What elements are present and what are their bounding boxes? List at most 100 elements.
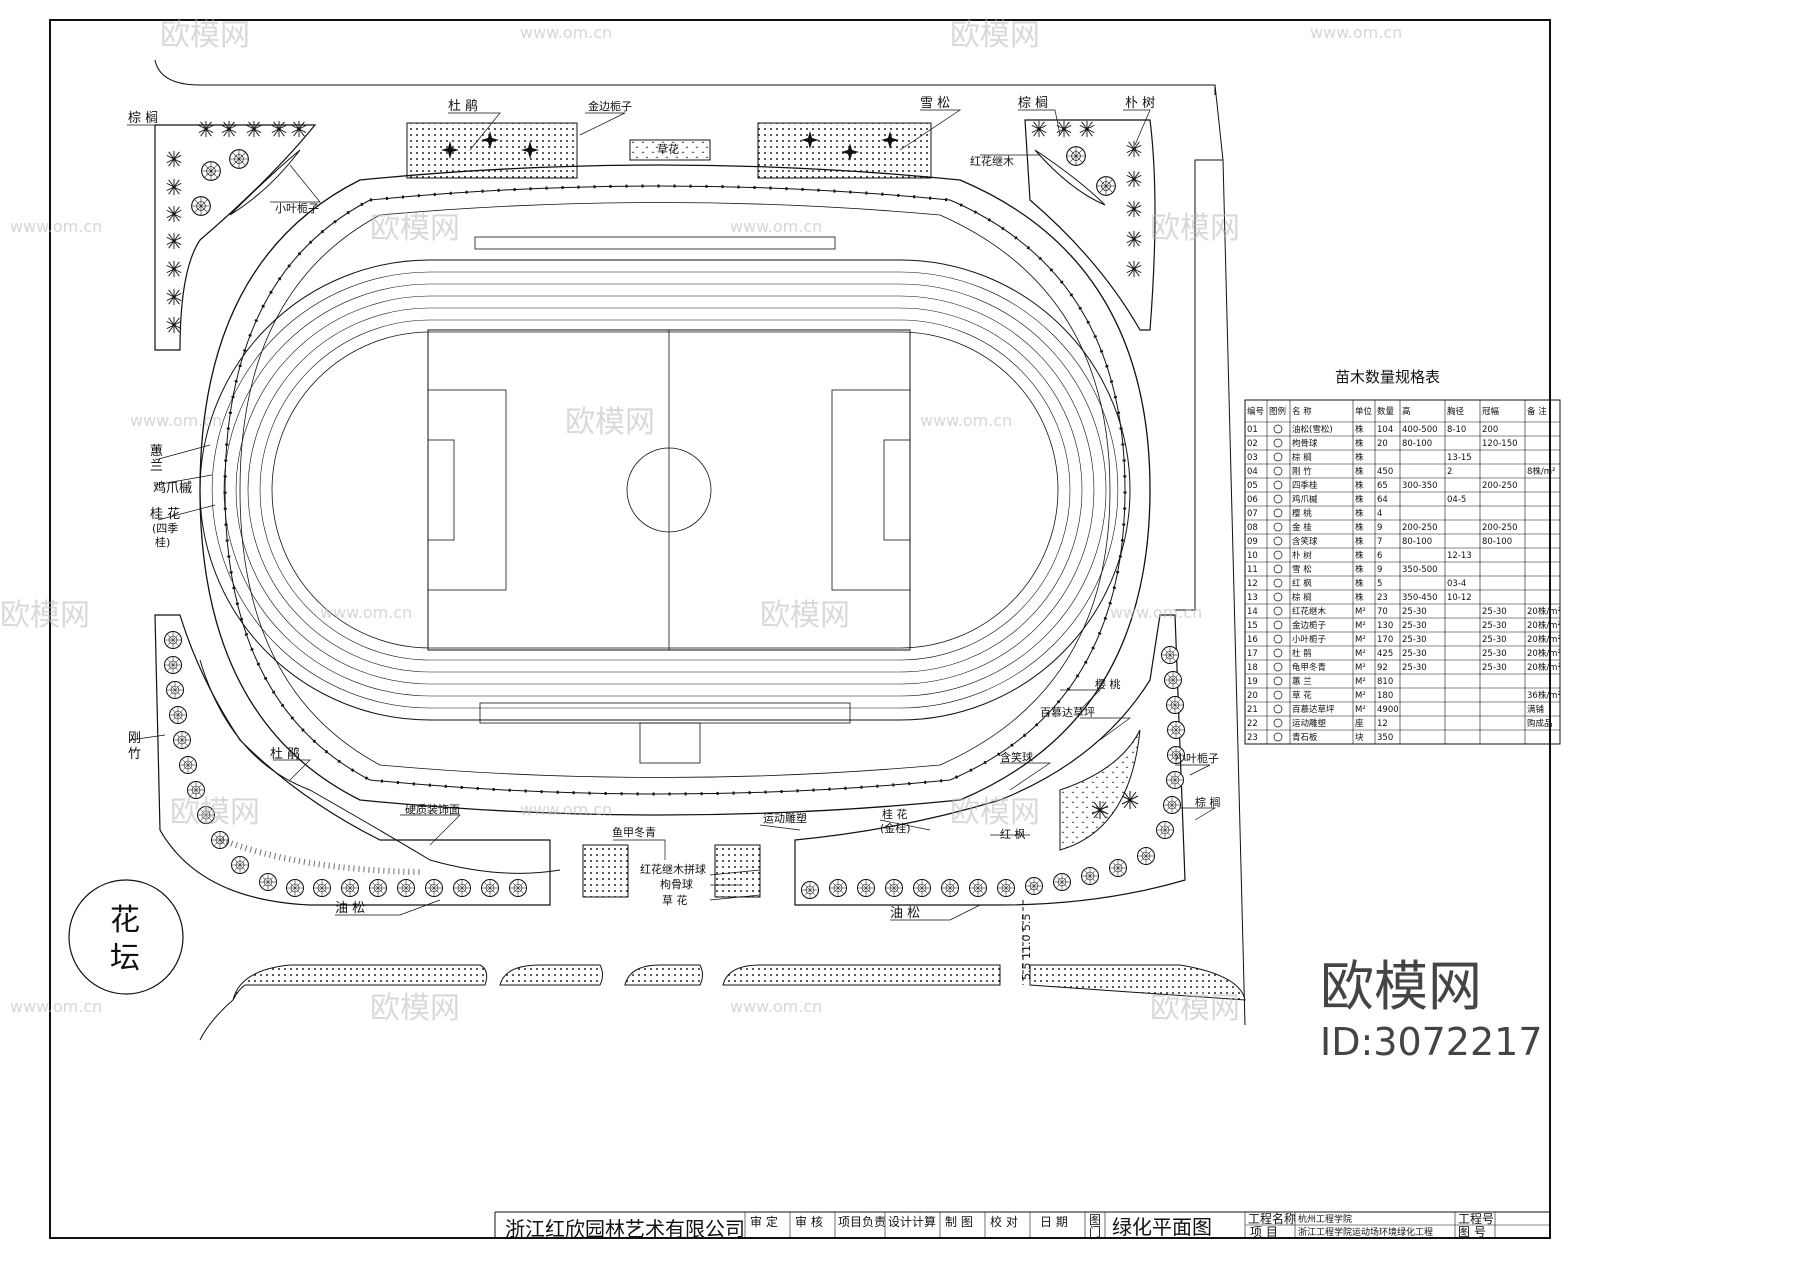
table-cell: 17: [1247, 649, 1258, 659]
svg-text:欧模网: 欧模网: [565, 405, 655, 440]
svg-text:www.om.cn: www.om.cn: [520, 23, 612, 42]
table-cell: 15: [1247, 621, 1258, 631]
table-cell: 19: [1247, 677, 1258, 687]
table-cell: M²: [1355, 649, 1366, 659]
svg-text:欧模网: 欧模网: [1320, 955, 1482, 1018]
table-cell: 棕 榈: [1292, 452, 1312, 463]
legend-symbol: [1273, 522, 1283, 532]
table-cell: 20: [1377, 439, 1388, 449]
table-cell: 4900: [1377, 705, 1399, 715]
table-cell: 05: [1247, 481, 1258, 491]
svg-text:欧模网: 欧模网: [1150, 211, 1240, 246]
planter-left: [582, 844, 629, 898]
table-cell: 01: [1247, 425, 1258, 435]
svg-text:欧模网: 欧模网: [160, 18, 250, 53]
label-gangzhu2: 竹: [128, 747, 141, 762]
table-cell: 65: [1377, 481, 1388, 491]
table-cell: 20株/m²: [1527, 662, 1561, 673]
table-header-cell: 名 称: [1292, 406, 1312, 417]
label-jingui: (金桂): [880, 821, 911, 835]
bed-top-right: [1024, 119, 1156, 331]
table-cell: 18: [1247, 663, 1258, 673]
table-cell: 百慕达草坪: [1292, 704, 1335, 715]
flower-bed-top: [629, 139, 711, 161]
leader-lines: [127, 109, 1217, 921]
table-cell: 块: [1355, 732, 1364, 743]
table-cell: 株: [1355, 466, 1364, 477]
legend-symbol: [1273, 634, 1283, 644]
table-cell: 四季桂: [1292, 480, 1318, 491]
label-yingzhi: 硬质装饰面: [405, 802, 460, 816]
label-bermuda: 百慕达草坪: [1040, 705, 1095, 719]
running-track: [199, 259, 1131, 721]
table-cell: 36株/m²: [1527, 690, 1561, 701]
table-cell: 6: [1377, 551, 1382, 561]
table-cell: 350-450: [1402, 593, 1438, 603]
table-cell: 92: [1377, 663, 1388, 673]
svg-text:制 图: 制 图: [945, 1215, 973, 1229]
table-cell: 棕 榈: [1292, 592, 1312, 603]
table-cell: 25-30: [1482, 607, 1507, 617]
table-header-cell: 图例: [1269, 406, 1286, 417]
drawing-frame: [49, 19, 1551, 1239]
table-cell: 170: [1377, 635, 1393, 645]
legend-symbol: [1273, 592, 1283, 602]
legend-symbol: [1273, 690, 1283, 700]
label-guihua-w: 桂 花: [150, 506, 180, 522]
road-right: [1175, 84, 1224, 611]
table-cell: M²: [1355, 691, 1366, 701]
label-zonglv-tl: 棕 榈: [128, 111, 158, 126]
drawing-name: 绿化平面图: [1112, 1215, 1212, 1239]
table-cell: 200: [1482, 425, 1498, 435]
table-cell: 枸骨球: [1292, 438, 1318, 449]
table-cell: M²: [1355, 663, 1366, 673]
table-cell: 8-10: [1447, 425, 1466, 435]
svg-text:欧模网: 欧模网: [760, 598, 850, 633]
table-cell: 9: [1377, 565, 1382, 575]
table-cell: 300-350: [1402, 481, 1438, 491]
table-cell: 25-30: [1402, 621, 1427, 631]
svg-text:www.om.cn: www.om.cn: [730, 217, 822, 236]
table-cell: 03-4: [1447, 579, 1466, 589]
table-cell: 座: [1355, 718, 1364, 729]
table-cell: 25-30: [1482, 649, 1507, 659]
legend-symbol: [1273, 480, 1283, 490]
table-cell: 20株/m²: [1527, 606, 1561, 617]
table-cell: 朴 树: [1292, 550, 1312, 561]
svg-text:ID:3072217: ID:3072217: [1320, 1020, 1543, 1064]
table-cell: 购成品: [1527, 718, 1553, 729]
football-pitch: [427, 329, 911, 651]
legend-symbol: [1273, 676, 1283, 686]
label-jizhuaqi: 鸡爪槭: [153, 480, 192, 496]
flower-bed-circle: [68, 879, 184, 995]
table-cell: 株: [1355, 550, 1364, 561]
table-header-cell: 冠幅: [1482, 406, 1500, 417]
label-guihua-e: 桂 花: [882, 807, 908, 821]
table-header-cell: 编号: [1247, 406, 1264, 417]
table-cell: 雪 松: [1292, 564, 1312, 575]
table-cell: 金边栀子: [1292, 620, 1327, 631]
svg-text:欧模网: 欧模网: [950, 795, 1040, 830]
bed-cedar-top: [757, 122, 932, 179]
svg-text:工程号: 工程号: [1458, 1211, 1494, 1226]
svg-text:图 号: 图 号: [1458, 1225, 1486, 1239]
svg-text:www.om.cn: www.om.cn: [1310, 23, 1402, 42]
label-hanxiao: 含笑球: [1000, 750, 1033, 764]
table-cell: 450: [1377, 467, 1393, 477]
table-cell: 22: [1247, 719, 1258, 729]
table-cell: 08: [1247, 523, 1258, 533]
bed-azalea-top: [406, 122, 578, 179]
label-xiaoye-r: 小叶栀子: [1175, 751, 1219, 765]
table-cell: 株: [1355, 578, 1364, 589]
label-xuesong: 雪 松: [920, 96, 950, 111]
table-cell: M²: [1355, 635, 1366, 645]
company-name: 浙江红欣园林艺术有限公司: [505, 1217, 745, 1241]
